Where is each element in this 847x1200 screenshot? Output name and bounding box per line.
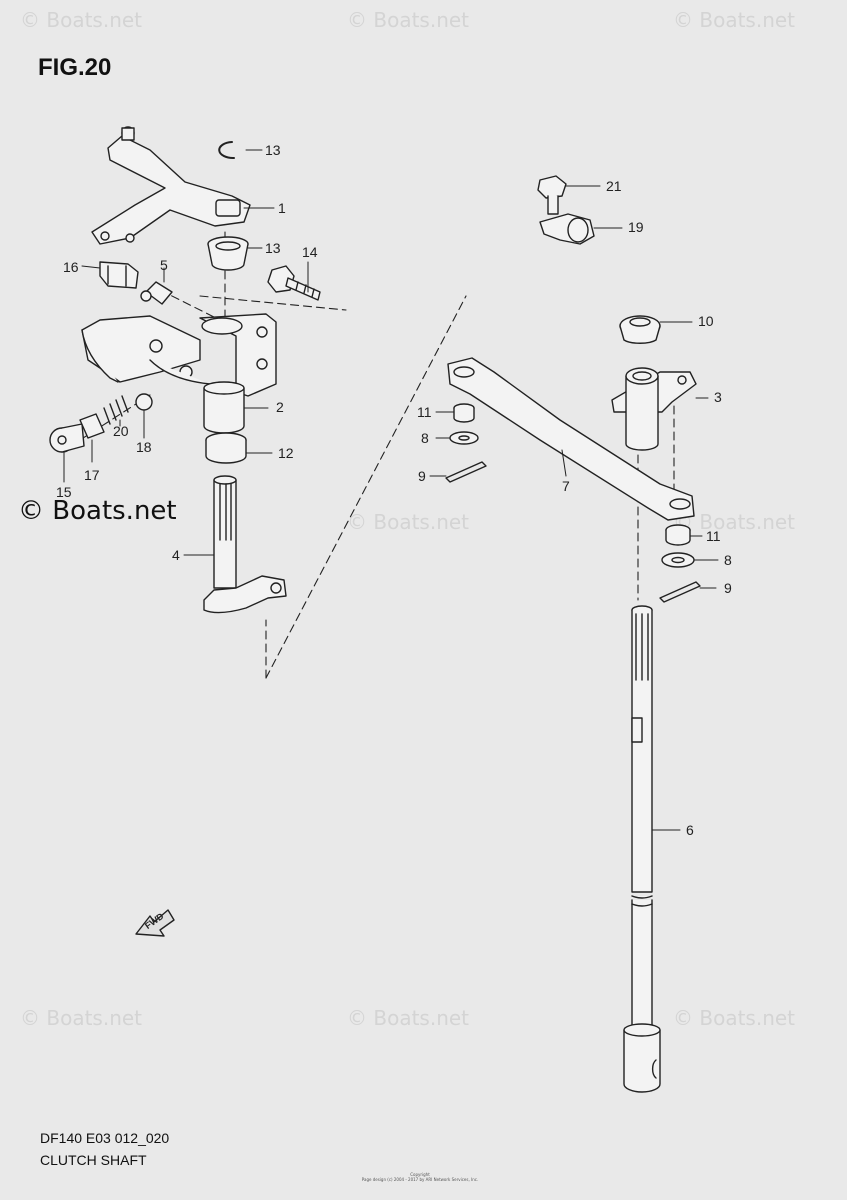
part-10-plug (619, 315, 661, 344)
copyright-line-1: Copyright (410, 1172, 430, 1177)
callout-11: 11 (417, 404, 432, 420)
watermark: © Boats.net (673, 1006, 796, 1030)
callout-9: 9 (418, 468, 426, 484)
part-4-clutch-rod (203, 475, 287, 614)
part-19-clamp (539, 213, 595, 245)
callout-1: 1 (278, 200, 286, 216)
watermark: © Boats.net (673, 8, 796, 32)
leader-lines (63, 149, 719, 831)
part-8-washer-left (449, 431, 479, 445)
callout-9: 9 (724, 580, 732, 596)
part-11-bushing-left (453, 403, 475, 423)
callout-15: 15 (56, 484, 72, 500)
footer-section: CLUTCH SHAFT (40, 1152, 147, 1168)
guide-lines (79, 231, 675, 679)
callout-4: 4 (172, 547, 180, 563)
part-3-lever (611, 367, 697, 451)
callout-17: 17 (84, 467, 100, 483)
part-7-link (447, 357, 695, 521)
part-6-shaft (623, 605, 661, 1093)
callout-20: 20 (113, 423, 129, 439)
callout-13: 13 (265, 142, 281, 158)
part-5-nipple (140, 281, 173, 305)
callout-13: 13 (265, 240, 281, 256)
part-17-bushing (79, 413, 105, 439)
callout-11: 11 (706, 528, 721, 544)
part-18-ball (135, 393, 153, 411)
part-13-bushing (207, 236, 249, 271)
part-14-bolt (267, 265, 321, 301)
callout-2: 2 (276, 399, 284, 415)
watermark: © Boats.net (20, 1006, 143, 1030)
part-8-washer-right (661, 552, 695, 568)
part-9-pin-right (659, 581, 701, 603)
part-21-bolt (537, 175, 567, 215)
part-2-shaft (203, 381, 245, 434)
part-11-bushing-right (665, 524, 691, 546)
part-16-clip (99, 261, 139, 289)
part-9-pin-left (445, 461, 487, 483)
copyright-notice: Copyright Page design (c) 2004 - 2017 by… (330, 1172, 510, 1182)
callout-10: 10 (698, 313, 714, 329)
part-2-bracket (81, 313, 277, 397)
watermark: © Boats.net (347, 8, 470, 32)
watermark: © Boats.net (347, 510, 470, 534)
part-15-plug (49, 423, 85, 453)
callout-6: 6 (686, 822, 694, 838)
callout-21: 21 (606, 178, 622, 194)
figure-title: FIG.20 (38, 54, 112, 81)
callout-8: 8 (724, 552, 732, 568)
callout-18: 18 (136, 439, 152, 455)
callout-14: 14 (302, 244, 318, 260)
part-12-washer (205, 432, 247, 464)
callout-8: 8 (421, 430, 429, 446)
callout-19: 19 (628, 219, 644, 235)
footer-model: DF140 E03 012_020 (40, 1130, 170, 1146)
part-13-clip (218, 141, 235, 160)
callout-5: 5 (160, 257, 168, 273)
part-1-lever (91, 126, 251, 245)
callout-3: 3 (714, 389, 722, 405)
watermark: © Boats.net (347, 1006, 470, 1030)
fwd-arrow-icon (135, 909, 175, 937)
callout-12: 12 (278, 445, 294, 461)
callout-7: 7 (562, 478, 570, 494)
callout-16: 16 (63, 259, 79, 275)
copyright-line-2: Page design (c) 2004 - 2017 by ARI Netwo… (361, 1177, 479, 1182)
part-20-spring (103, 395, 129, 425)
watermark: © Boats.net (20, 8, 143, 32)
watermark-large: © Boats.net (18, 496, 177, 526)
